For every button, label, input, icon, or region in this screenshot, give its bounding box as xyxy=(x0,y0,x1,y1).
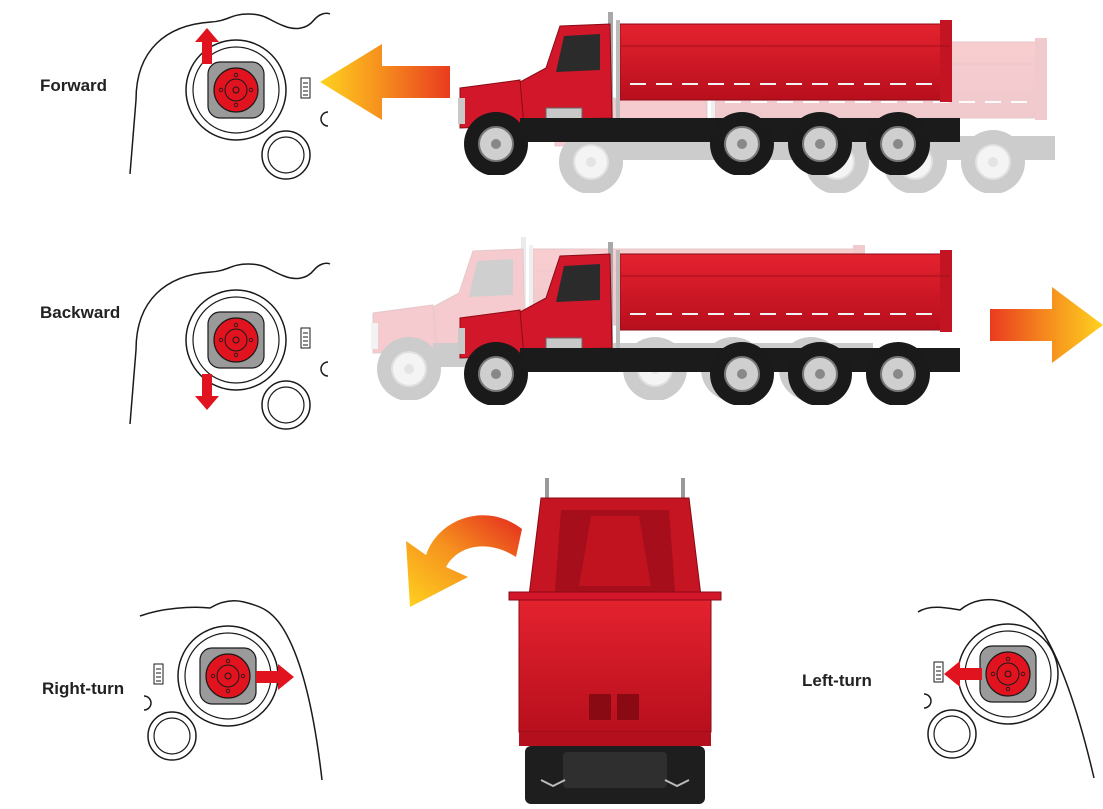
right-turn-direction-arrow-icon xyxy=(256,664,294,690)
right-turn-label: Right-turn xyxy=(42,679,124,699)
backward-direction-arrow-icon xyxy=(195,374,219,410)
forward-direction-arrow-icon xyxy=(195,28,219,64)
forward-truck-icon xyxy=(455,10,975,175)
forward-label: Forward xyxy=(40,76,107,96)
dump-truck-rear-icon xyxy=(505,476,725,809)
backward-motion-arrow-icon xyxy=(990,287,1103,363)
remote-control-icon xyxy=(908,598,1103,783)
remote-control-icon xyxy=(116,0,346,185)
remote-control-icon xyxy=(132,600,332,785)
backward-label: Backward xyxy=(40,303,120,323)
left-turn-label: Left-turn xyxy=(802,671,872,691)
left-turn-direction-arrow-icon xyxy=(944,661,982,687)
forward-motion-arrow-icon xyxy=(320,44,450,120)
remote-control-icon xyxy=(116,250,346,435)
backward-truck-icon xyxy=(455,240,975,405)
